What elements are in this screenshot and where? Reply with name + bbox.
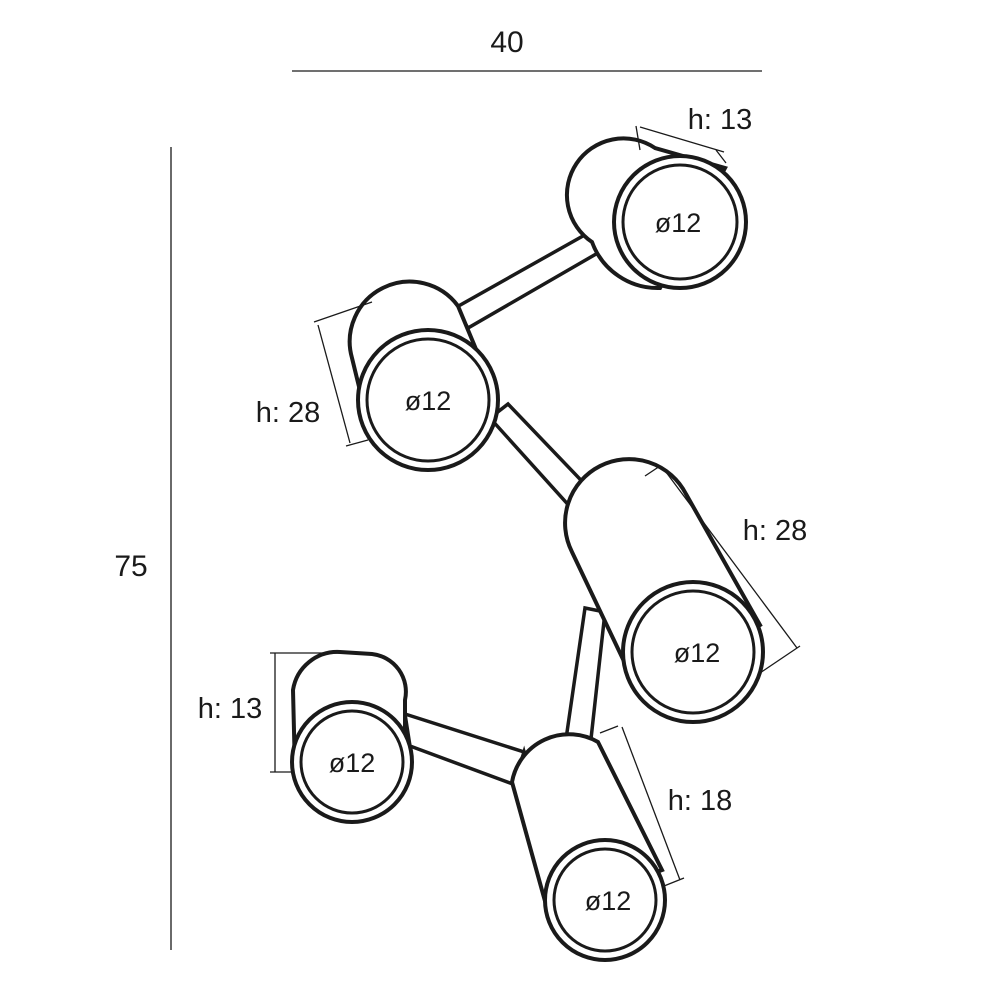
arm-lower-left	[402, 711, 530, 789]
width-label: 40	[490, 26, 523, 59]
arm-vertical	[563, 605, 607, 750]
spot-top-diameter-label: ø12	[655, 208, 702, 238]
spot-middle-right-height-dimension	[662, 467, 798, 649]
spot-upper-middle-height-label: h: 28	[256, 397, 321, 429]
spot-upper-middle: ø12 h: 28	[256, 279, 500, 472]
overall-height-dimension: 75	[114, 147, 172, 950]
spot-middle-right-height-label: h: 28	[743, 515, 808, 547]
overall-width-dimension: 40	[292, 26, 762, 72]
spot-top-height-label: h: 13	[688, 104, 753, 136]
spot-lower-left-lens	[299, 709, 405, 815]
spot-middle-right: ø12 h: 28	[563, 457, 808, 724]
spot-bottom-diameter-label: ø12	[585, 886, 632, 916]
spot-top-lens	[621, 163, 739, 281]
spot-middle-right-lens	[630, 589, 756, 715]
spot-upper-middle-diameter-label: ø12	[405, 386, 452, 416]
spot-bottom-height-label: h: 18	[668, 785, 733, 817]
spot-top: ø12 h: 13	[564, 104, 753, 291]
spot-upper-middle-lens	[365, 337, 491, 463]
spot-lower-left: ø12 h: 13	[198, 649, 414, 824]
spot-bottom: ø12 h: 18	[509, 725, 733, 962]
spot-bottom-height-dimension	[621, 726, 681, 881]
spot-top-height-dimension	[639, 126, 725, 153]
arm-top	[452, 229, 606, 331]
spot-bottom-lens	[552, 847, 658, 953]
spot-middle-right-diameter-label: ø12	[674, 638, 721, 668]
spot-lower-left-height-label: h: 13	[198, 693, 263, 725]
spot-lower-left-diameter-label: ø12	[329, 748, 376, 778]
height-label: 75	[114, 550, 147, 583]
spot-upper-middle-height-dimension	[317, 324, 351, 444]
